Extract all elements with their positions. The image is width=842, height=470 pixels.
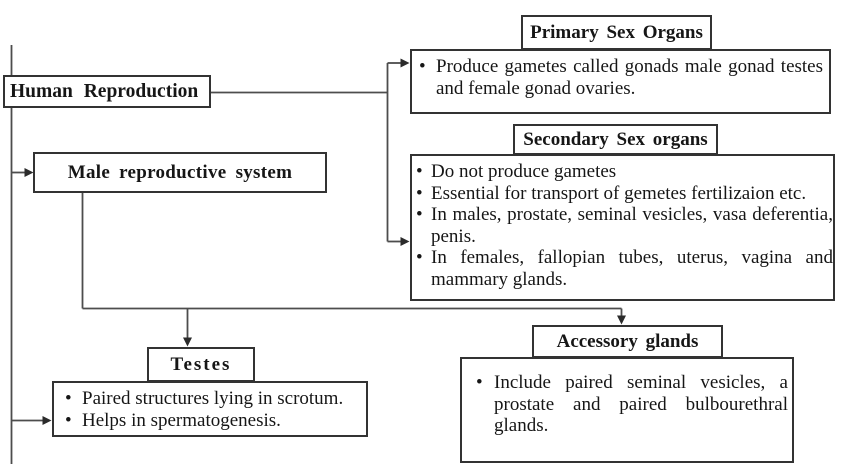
- node-testes-content: Paired structures lying in scrotum. Help…: [52, 381, 368, 437]
- bullet-item: Produce gametes called gonads male gonad…: [419, 56, 823, 99]
- bullet-item: Include paired seminal vesicles, a prost…: [476, 372, 788, 437]
- bullet-item: Do not produce gametes: [416, 161, 833, 183]
- bullet-item: In males, prostate, seminal vesicles, va…: [416, 204, 833, 247]
- secondary-sex-organs-bullet-list: Do not produce gametes Essential for tra…: [416, 161, 833, 291]
- node-human-reproduction: Human Reproduction: [3, 75, 211, 108]
- bullet-item: Paired structures lying in scrotum.: [65, 388, 362, 410]
- node-secondary-sex-organs-content: Do not produce gametes Essential for tra…: [410, 154, 835, 301]
- node-accessory-glands-title: Accessory glands: [532, 325, 723, 358]
- node-testes-title: Testes: [147, 347, 255, 382]
- node-primary-sex-organs-content: Produce gametes called gonads male gonad…: [410, 49, 831, 114]
- testes-bullet-list: Paired structures lying in scrotum. Help…: [65, 388, 362, 431]
- node-accessory-glands-content: Include paired seminal vesicles, a prost…: [460, 357, 794, 463]
- node-primary-sex-organs-title: Primary Sex Organs: [521, 15, 712, 50]
- arrowhead-testes-title: [183, 337, 192, 347]
- node-secondary-sex-organs-title: Secondary Sex organs: [513, 124, 718, 155]
- arrowhead-accessory-title: [617, 315, 626, 325]
- bullet-item: Essential for transport of gemetes ferti…: [416, 183, 833, 205]
- primary-sex-organs-bullet-list: Produce gametes called gonads male gonad…: [419, 56, 823, 99]
- arrowhead-testes-content: [42, 416, 52, 425]
- arrowhead-secondary: [400, 237, 410, 246]
- bullet-item: In females, fallopian tubes, uterus, vag…: [416, 247, 833, 290]
- arrowhead-primary: [400, 58, 410, 68]
- bullet-item: Helps in spermatogenesis.: [65, 410, 362, 432]
- node-male-reproductive-system: Male reproductive system: [33, 152, 327, 193]
- accessory-glands-bullet-list: Include paired seminal vesicles, a prost…: [476, 372, 788, 437]
- arrowhead-male-system: [24, 168, 34, 177]
